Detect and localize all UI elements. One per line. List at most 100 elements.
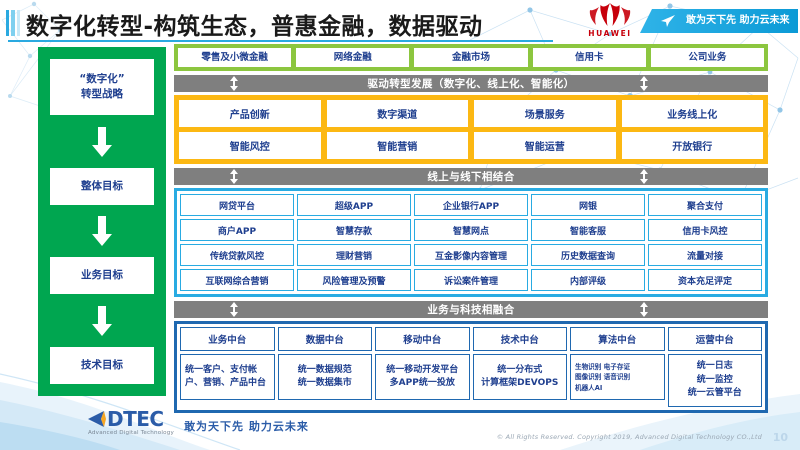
business-line-cell[interactable]: 信用卡 [532,48,646,68]
strategy-item-business[interactable]: 业务目标 [50,257,154,295]
arrow-down-icon-2 [92,216,112,247]
business-line-cell[interactable]: 金融市场 [414,48,528,68]
strategy-item-tech[interactable]: 技术目标 [50,346,154,384]
separator-biz-tech: 业务与科技相融合 [174,301,768,319]
page-title: 数字化转型-构筑生态，普惠金融，数据驱动 [26,14,483,40]
overall-goal-cell[interactable]: 智能风控 [179,132,321,160]
business-goal-cell[interactable]: 互金影像内容管理 [414,244,528,267]
strategy-label-0: “数字化”转型战略 [79,73,125,101]
double-arrow-icon [230,302,238,318]
tech-goal-body: 生物识别 电子存证图像识别 语音识别机器人AI [570,354,665,401]
business-goal-band: 网贷平台 超级APP 企业银行APP 网银 聚合支付 商户APP 智慧存款 智慧… [174,188,768,298]
business-goal-cell[interactable]: 互联网综合营销 [180,269,294,292]
business-goal-cell[interactable]: 理财营销 [297,244,411,267]
title-accent-bars [6,10,20,36]
business-goal-cell[interactable]: 超级APP [297,194,411,217]
business-goal-cell[interactable]: 智慧网点 [414,219,528,242]
business-goal-cell[interactable]: 商户APP [180,219,294,242]
overall-goal-cell[interactable]: 智能运营 [474,132,616,160]
arrow-down-icon-3 [92,305,112,336]
title-underline [8,40,553,42]
business-goal-cell[interactable]: 资本充足评定 [648,269,762,292]
tech-goal-body: 统一日志统一监控统一云管平台 [667,354,762,407]
banner-slogan: 敢为天下先 助力云未来 [686,15,790,26]
huawei-flower-icon [589,3,631,26]
dtec-wordmark: DTEC [107,407,164,431]
tech-goal-head[interactable]: 算法中台 [570,327,665,352]
business-goal-cell[interactable]: 内部评级 [531,269,645,292]
separator-drive: 驱动转型发展（数字化、线上化、智能化） [174,75,768,93]
strategy-item-digital[interactable]: “数字化”转型战略 [50,59,154,116]
overall-goal-cell[interactable]: 场景服务 [474,100,616,128]
tech-goal-column: 业务中台 统一客户、支付帐户、营销、产品中台 [180,327,275,407]
business-goal-row: 传统贷款风控 理财营销 互金影像内容管理 历史数据查询 流量对接 [180,244,762,267]
tech-goal-head[interactable]: 技术中台 [472,327,567,352]
overall-goal-band: 产品创新 数字渠道 场景服务 业务线上化 智能风控 智能营销 智能运营 开放银行 [174,95,768,165]
business-goal-cell[interactable]: 网银 [531,194,645,217]
overall-goal-row: 产品创新 数字渠道 场景服务 业务线上化 [179,100,763,128]
tech-goal-head[interactable]: 业务中台 [180,327,275,352]
business-goal-cell[interactable]: 企业银行APP [414,194,528,217]
double-arrow-icon [640,302,648,318]
overall-goal-cell[interactable]: 开放银行 [621,132,763,160]
business-line-cell[interactable]: 公司业务 [650,48,765,68]
strategy-item-overall[interactable]: 整体目标 [50,167,154,205]
tech-goal-body: 统一数据规范统一数据集市 [277,354,372,401]
business-goal-cell[interactable]: 智慧存款 [297,219,411,242]
double-arrow-icon [230,76,238,92]
tech-goal-column: 移动中台 统一移动开发平台多APP统一投放 [375,327,470,407]
overall-goal-cell[interactable]: 业务线上化 [621,100,763,128]
tech-goal-head[interactable]: 数据中台 [277,327,372,352]
business-goal-row: 网贷平台 超级APP 企业银行APP 网银 聚合支付 [180,194,762,217]
tech-goal-body: 统一移动开发平台多APP统一投放 [375,354,470,401]
business-goal-cell[interactable]: 信用卡风控 [648,219,762,242]
page-number: 10 [772,431,788,444]
huawei-logo: HUAWEI [580,2,640,42]
business-goal-cell[interactable]: 历史数据查询 [531,244,645,267]
business-goal-cell[interactable]: 智能客服 [531,219,645,242]
dtec-triangle-icon [88,411,106,427]
huawei-slogan-banner: 敢为天下先 助力云未来 [640,9,798,33]
business-goal-cell[interactable]: 流量对接 [648,244,762,267]
business-goal-row: 互联网综合营销 风险管理及预警 诉讼案件管理 内部评级 资本充足评定 [180,269,762,292]
overall-goal-cell[interactable]: 智能营销 [326,132,468,160]
business-goal-cell[interactable]: 网贷平台 [180,194,294,217]
tech-goal-head[interactable]: 移动中台 [375,327,470,352]
arrow-down-icon-1 [92,126,112,157]
huawei-wordmark: HUAWEI [588,29,632,38]
business-lines-band: 零售及小微金融 网络金融 金融市场 信用卡 公司业务 [174,44,768,72]
dtec-tagline: Advanced Digital Technology [88,430,175,436]
main-diagram: 零售及小微金融 网络金融 金融市场 信用卡 公司业务 驱动转型发展（数字化、线上… [174,44,768,413]
separator-online-offline: 线上与线下相结合 [174,168,768,186]
business-goal-cell[interactable]: 诉讼案件管理 [414,269,528,292]
footer-logo-group: DTEC Advanced Digital Technology 敢为天下先 助… [88,409,309,436]
footer-slogan: 敢为天下先 助力云未来 [184,420,309,433]
overall-goal-cell[interactable]: 产品创新 [179,100,321,128]
banner-shape [640,9,798,33]
business-goal-cell[interactable]: 传统贷款风控 [180,244,294,267]
separator-online-offline-label: 线上与线下相结合 [427,171,515,184]
strategy-column: “数字化”转型战略 整体目标 业务目标 技术目标 [38,47,166,396]
double-arrow-icon [640,76,648,92]
business-goal-cell[interactable]: 聚合支付 [648,194,762,217]
double-arrow-icon [640,169,648,185]
double-arrow-icon [230,169,238,185]
overall-goal-row: 智能风控 智能营销 智能运营 开放银行 [179,132,763,160]
paper-plane-icon [661,15,675,27]
tech-goal-body: 统一分布式计算框架DEVOPS [472,354,567,401]
separator-drive-label: 驱动转型发展（数字化、线上化、智能化） [367,78,575,91]
overall-goal-cell[interactable]: 数字渠道 [326,100,468,128]
business-line-cell[interactable]: 网络金融 [296,48,410,68]
dtec-logo-main: DTEC [88,409,174,429]
business-line-cell[interactable]: 零售及小微金融 [178,48,292,68]
business-goal-cell[interactable]: 风险管理及预警 [297,269,411,292]
tech-goal-column: 技术中台 统一分布式计算框架DEVOPS [472,327,567,407]
tech-goal-band: 业务中台 统一客户、支付帐户、营销、产品中台 数据中台 统一数据规范统一数据集市… [174,321,768,413]
separator-biz-tech-label: 业务与科技相融合 [427,304,515,317]
tech-goal-head[interactable]: 运营中台 [667,327,762,352]
dtec-logo: DTEC Advanced Digital Technology [88,409,174,436]
tech-goal-column: 数据中台 统一数据规范统一数据集市 [277,327,372,407]
tech-goal-body: 统一客户、支付帐户、营销、产品中台 [180,354,275,401]
tech-goal-column: 算法中台 生物识别 电子存证图像识别 语音识别机器人AI [570,327,665,407]
